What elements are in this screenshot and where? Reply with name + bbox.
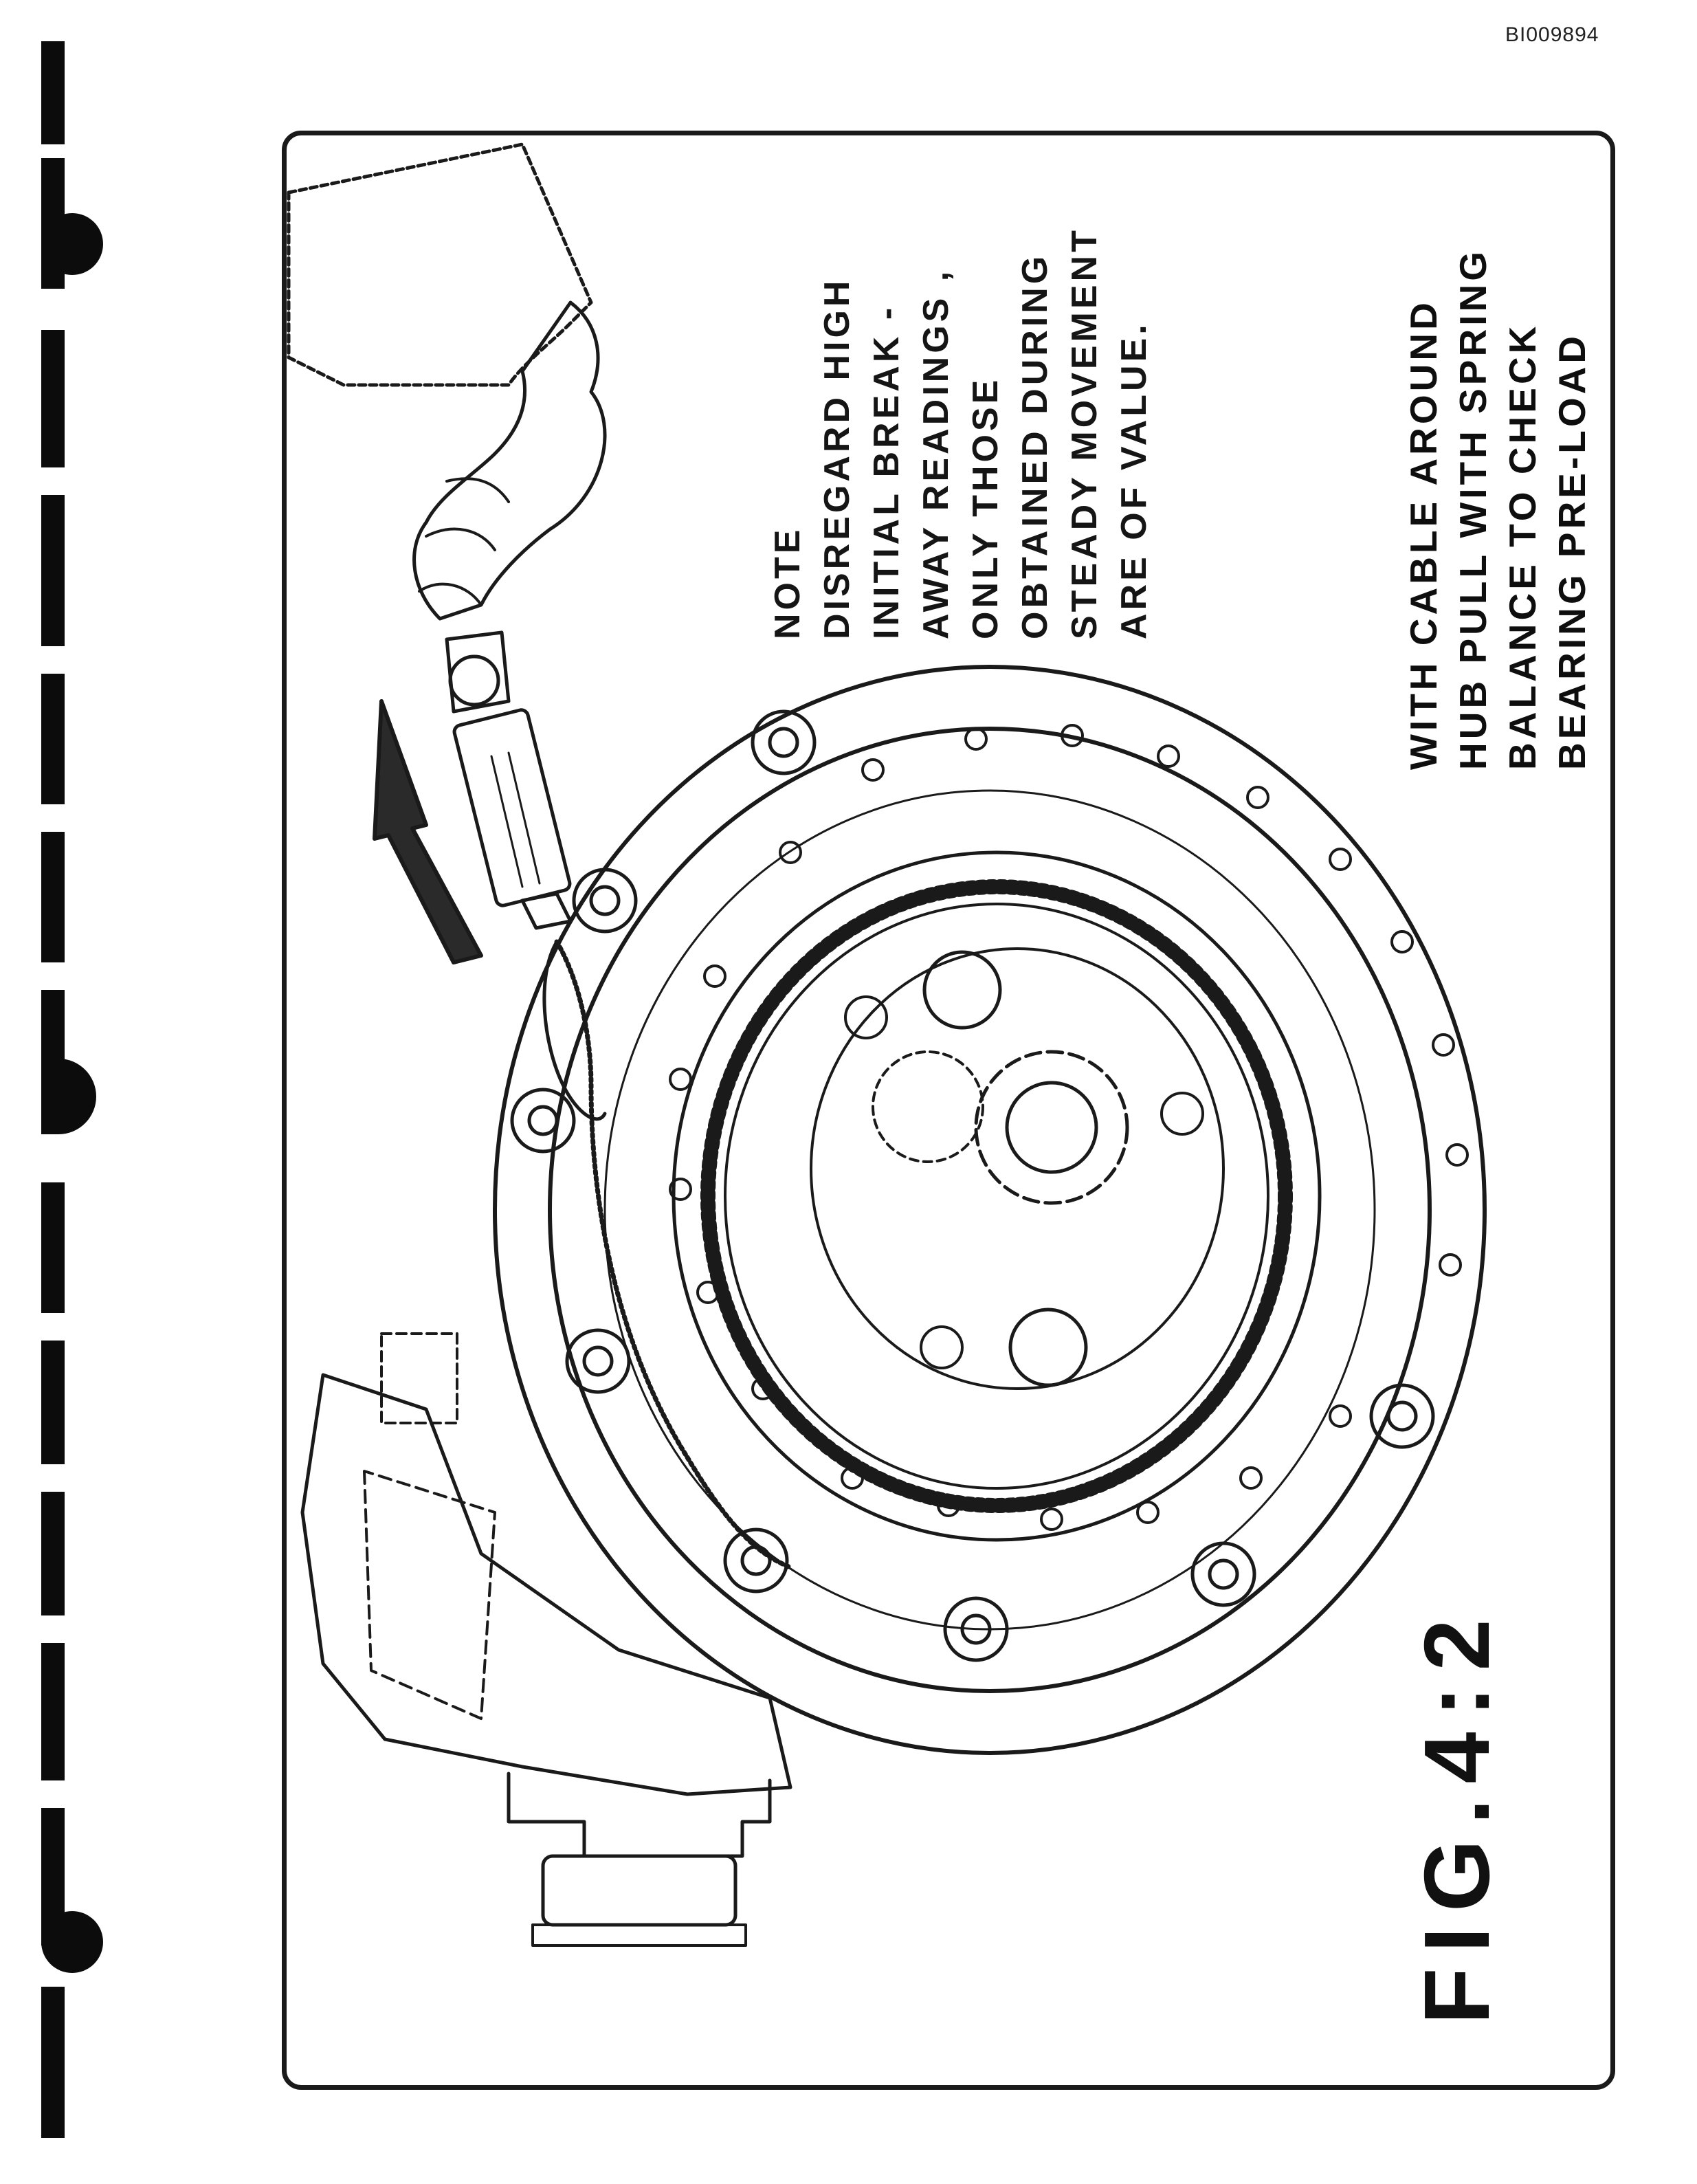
binder-mark — [41, 1643, 65, 1780]
caption-line: BALANCE TO CHECK — [1501, 322, 1544, 770]
sun-gear-hub — [1005, 1081, 1098, 1174]
binder-mark — [41, 1987, 65, 2138]
note-line: ARE OF VALUE. — [1114, 321, 1154, 639]
binder-mark — [41, 1492, 65, 1615]
pull-arrow — [373, 699, 483, 964]
caption-line: WITH CABLE AROUND — [1402, 299, 1445, 770]
figure-label: FIG.4:2 — [1405, 1604, 1509, 2025]
document-id: BI009894 — [1505, 23, 1599, 46]
flange-hex-nuts — [510, 709, 1435, 1662]
planet-carrier — [810, 947, 1225, 1390]
note-line: STEADY MOVEMENT — [1065, 227, 1105, 639]
ring-gear-inner — [724, 903, 1269, 1490]
sleeve — [287, 142, 593, 387]
binder-mark — [41, 41, 65, 144]
cable-around-hub — [554, 939, 793, 1570]
instruction-caption: WITH CABLE AROUND HUB PULL WITH SPRING B… — [1399, 248, 1597, 770]
binder-margin — [34, 41, 110, 2145]
binder-hole — [41, 213, 103, 275]
hand — [412, 300, 607, 621]
binder-mark — [41, 1341, 65, 1464]
note-line: NOTE — [768, 526, 808, 639]
ring-gear-teeth — [700, 879, 1293, 1513]
binder-hole — [41, 1911, 103, 1973]
sun-gear — [974, 1050, 1129, 1205]
hub-flange-ring — [548, 727, 1432, 1693]
axle-housing — [300, 1373, 792, 1796]
binder-mark — [41, 832, 65, 962]
planet-gear — [1008, 1308, 1088, 1387]
caption-line: HUB PULL WITH SPRING — [1452, 248, 1494, 770]
note-line: OBTAINED DURING — [1015, 252, 1055, 639]
note-line: DISREGARD HIGH — [817, 277, 857, 639]
housing-block — [363, 1470, 496, 1720]
note-line: AWAY READINGS , — [916, 267, 956, 639]
output-yoke — [541, 1854, 737, 1927]
note-line: INITIAL BREAK - — [867, 304, 907, 639]
binder-mark — [41, 1182, 65, 1313]
yoke-base — [531, 1923, 747, 1947]
note-text-block: NOTE DISREGARD HIGH INITIAL BREAK - AWAY… — [763, 227, 1159, 639]
hub-housing-outer — [493, 665, 1487, 1755]
spring-balance — [445, 630, 573, 930]
hand-fingers — [418, 477, 510, 606]
caption-line: BEARING PRE-LOAD — [1551, 332, 1593, 770]
bolt-holes — [669, 724, 1469, 1531]
cable-hook — [542, 940, 607, 1121]
planet-gear — [922, 950, 1002, 1030]
housing-bracket — [380, 1332, 458, 1424]
binder-mark — [41, 330, 65, 467]
figure-frame — [282, 131, 1615, 2090]
binder-mark — [41, 674, 65, 804]
note-line: ONLY THOSE — [966, 376, 1006, 639]
planet-gear — [872, 1050, 984, 1163]
binder-mark — [41, 495, 65, 646]
